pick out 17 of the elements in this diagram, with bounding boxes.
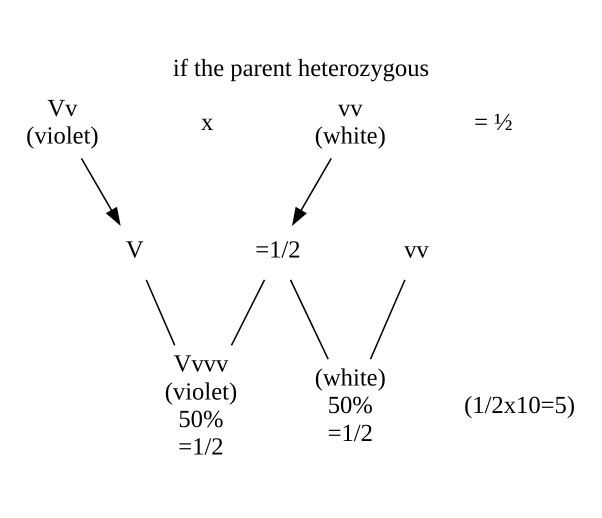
arrow (80, 157, 121, 226)
node-text: (white) 50% =1/2 (314, 364, 386, 446)
node-text: =1/2 (255, 236, 301, 264)
label: x (200, 108, 214, 136)
node-text: V (126, 236, 144, 264)
connector (290, 279, 329, 360)
diagram-title: if the parent heterozygous (172, 54, 430, 82)
label: (1/2x10=5) (464, 392, 576, 419)
connector (146, 279, 176, 346)
node-text: Vv (violet) (26, 94, 99, 150)
connector (230, 279, 266, 346)
node-text: vv (404, 236, 429, 264)
node-text: Vvvv (violet) 50% =1/2 (164, 350, 238, 460)
label: = ½ (474, 108, 513, 136)
arrow (292, 157, 332, 226)
node-text: vv (white) (314, 94, 386, 150)
connector (370, 279, 406, 359)
